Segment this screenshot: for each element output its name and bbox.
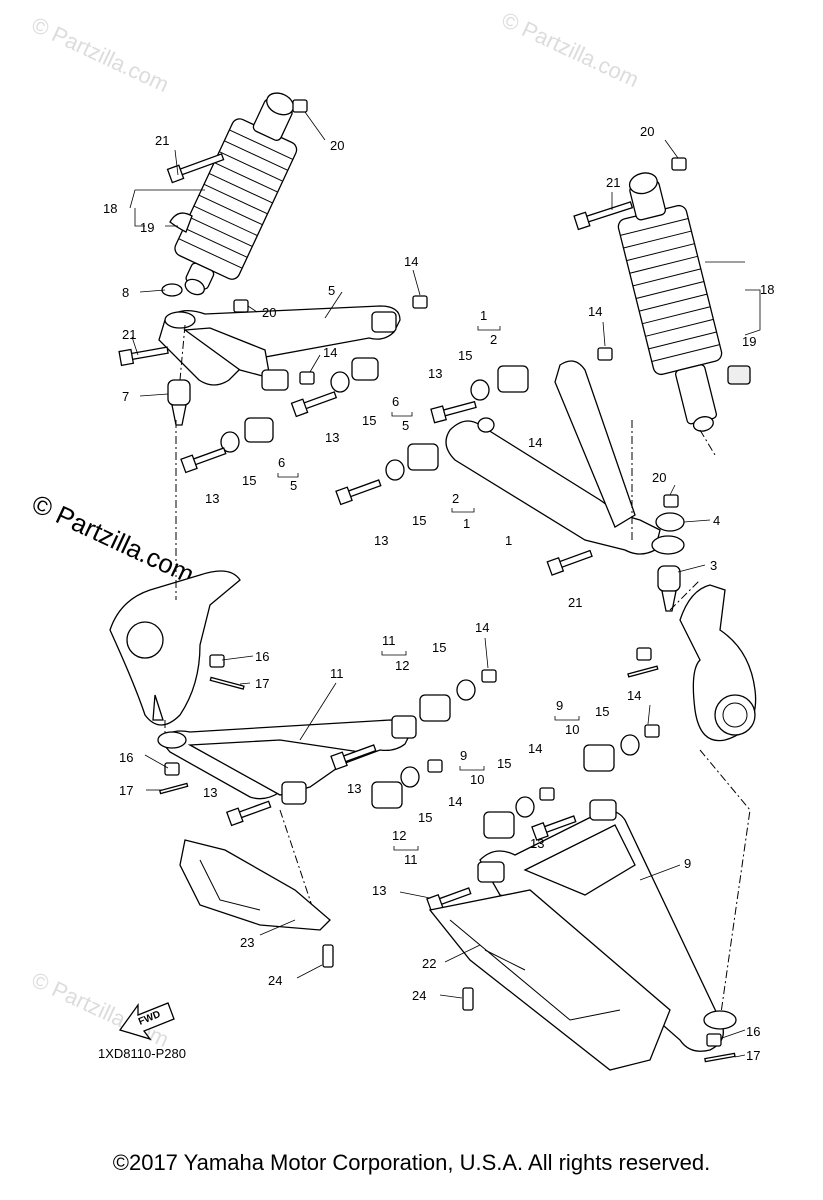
callout-12: 12 (392, 828, 406, 843)
right-lower-hardware (483, 724, 660, 839)
callout-10: 10 (565, 722, 579, 737)
callout-14: 14 (588, 304, 602, 319)
callout-11: 11 (404, 852, 418, 867)
callout-13: 13 (372, 883, 386, 898)
callout-15: 15 (432, 640, 446, 655)
left-lower-arm (157, 715, 417, 827)
callout-16: 16 (746, 1024, 760, 1039)
callout-12: 12 (395, 658, 409, 673)
callout-23: 23 (240, 935, 254, 950)
copyright-footer: ©2017 Yamaha Motor Corporation, U.S.A. A… (112, 1150, 711, 1175)
callout-15: 15 (418, 810, 432, 825)
callout-14: 14 (528, 435, 542, 450)
watermark-top-left: © Partzilla.com (28, 12, 173, 97)
callout-14: 14 (475, 620, 489, 635)
callout-19: 19 (742, 334, 756, 349)
callout-13: 13 (347, 781, 361, 796)
callout-13: 13 (325, 430, 339, 445)
callout-14: 14 (404, 254, 418, 269)
left-shock-absorber (166, 92, 308, 296)
callout-6: 6 (392, 394, 399, 409)
watermark-center: © Partzilla.com (27, 488, 198, 589)
callout-16: 16 (119, 750, 133, 765)
callout-5: 5 (402, 418, 409, 433)
callout-24: 24 (268, 973, 282, 988)
callout-13: 13 (428, 366, 442, 381)
callout-14: 14 (323, 345, 337, 360)
callout-13: 13 (374, 533, 388, 548)
right-guard (428, 889, 671, 1071)
callout-15: 15 (497, 756, 511, 771)
callout-17: 17 (119, 783, 133, 798)
right-shock-absorber (573, 157, 751, 432)
callout-3: 3 (710, 558, 717, 573)
left-guard (179, 839, 334, 968)
callout-1: 1 (480, 308, 487, 323)
right-lower-arm (426, 799, 737, 1063)
left-knuckle (109, 570, 245, 726)
callout-20: 20 (262, 305, 276, 320)
callout-2: 2 (490, 332, 497, 347)
callout-7: 7 (122, 389, 129, 404)
callout-2: 2 (452, 491, 459, 506)
left-upper-arm (118, 283, 428, 426)
callout-15: 15 (242, 473, 256, 488)
callout-brackets (277, 326, 580, 851)
diagram-code: 1XD8110-P280 (98, 1046, 186, 1061)
callout-13: 13 (530, 836, 544, 851)
right-upper-arm (335, 347, 685, 612)
callout-1: 1 (505, 533, 512, 548)
callout-15: 15 (362, 413, 376, 428)
callout-20: 20 (330, 138, 344, 153)
callout-4: 4 (713, 513, 720, 528)
callout-11: 11 (382, 633, 396, 648)
callout-15: 15 (595, 704, 609, 719)
callout-17: 17 (255, 676, 269, 691)
callout-1: 1 (463, 516, 470, 531)
callout-14: 14 (448, 794, 462, 809)
fwd-arrow: FWD (118, 1002, 175, 1041)
leader-lines (129, 111, 761, 1058)
callout-19: 19 (140, 220, 154, 235)
right-knuckle (627, 584, 757, 742)
left-lower-hardware (371, 669, 497, 809)
callout-15: 15 (412, 513, 426, 528)
callout-18: 18 (103, 201, 117, 216)
callout-21: 21 (155, 133, 169, 148)
callout-5: 5 (328, 283, 335, 298)
callout-labels: 21 20 18 19 8 20 5 14 21 14 7 15 6 5 13 … (103, 124, 774, 1063)
callout-21: 21 (606, 175, 620, 190)
callout-22: 22 (422, 956, 436, 971)
left-upper-hardware (180, 357, 379, 474)
callout-11: 11 (330, 666, 344, 681)
callout-9: 9 (684, 856, 691, 871)
callout-16: 16 (255, 649, 269, 664)
callout-13: 13 (203, 785, 217, 800)
watermark-top-right: © Partzilla.com (498, 7, 643, 92)
callout-24: 24 (412, 988, 426, 1003)
callout-14: 14 (528, 741, 542, 756)
callout-21: 21 (568, 595, 582, 610)
callout-17: 17 (746, 1048, 760, 1063)
centerlines (164, 324, 751, 1021)
callout-18: 18 (760, 282, 774, 297)
callout-8: 8 (122, 285, 129, 300)
callout-15: 15 (458, 348, 472, 363)
callout-21: 21 (122, 327, 136, 342)
callout-13: 13 (205, 491, 219, 506)
callout-14: 14 (627, 688, 641, 703)
callout-10: 10 (470, 772, 484, 787)
callout-5: 5 (290, 478, 297, 493)
callout-9: 9 (556, 698, 563, 713)
callout-20: 20 (640, 124, 654, 139)
callout-9: 9 (460, 748, 467, 763)
callout-20: 20 (652, 470, 666, 485)
callout-6: 6 (278, 455, 285, 470)
